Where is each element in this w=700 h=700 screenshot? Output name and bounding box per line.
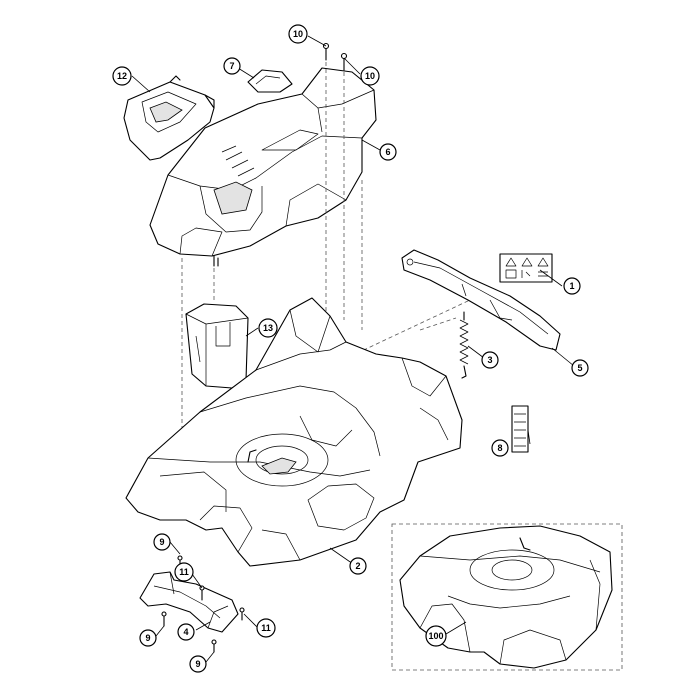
callout-4: 4: [177, 623, 195, 641]
svg-text:13: 13: [263, 323, 273, 333]
svg-text:12: 12: [117, 71, 127, 81]
callout-11-top: 11: [174, 562, 194, 582]
part-8-sticker: [511, 405, 529, 453]
part-4-bracket: [139, 555, 245, 653]
svg-text:7: 7: [229, 61, 234, 71]
callout-6: 6: [379, 143, 397, 161]
svg-text:4: 4: [183, 627, 188, 637]
part-10-screws: [322, 42, 348, 71]
svg-text:6: 6: [385, 147, 390, 157]
part-3-spring: [459, 311, 469, 379]
callout-2: 2: [349, 557, 367, 575]
callout-5: 5: [571, 359, 589, 377]
callout-1: 1: [563, 277, 581, 295]
callout-10-left: 10: [288, 24, 308, 44]
callout-11-right: 11: [256, 618, 276, 638]
part-5-handle: [401, 249, 561, 351]
svg-text:10: 10: [293, 29, 303, 39]
svg-text:5: 5: [577, 363, 582, 373]
callout-9-top: 9: [153, 533, 171, 551]
part-7-lid: [247, 69, 293, 93]
callout-10-right: 10: [360, 66, 380, 86]
leader-lines: [131, 35, 575, 663]
part-1-warning-label: [499, 253, 553, 283]
part-2-chassis: [125, 297, 463, 567]
callout-12: 12: [112, 66, 132, 86]
svg-text:100: 100: [428, 631, 443, 641]
part-6-upper-housing: [149, 67, 377, 267]
callout-100: 100: [425, 625, 447, 647]
svg-text:9: 9: [195, 659, 200, 669]
callout-7: 7: [223, 57, 241, 75]
svg-text:11: 11: [179, 567, 189, 577]
detail-inset-100: [391, 523, 623, 671]
part-13-battery-holder: [185, 303, 249, 389]
callout-8: 8: [491, 439, 509, 457]
part-12-battery-cover: [123, 75, 215, 161]
svg-text:1: 1: [569, 281, 574, 291]
svg-text:2: 2: [355, 561, 360, 571]
callout-9-bottom: 9: [189, 655, 207, 673]
callout-3: 3: [481, 351, 499, 369]
callout-9-left: 9: [139, 629, 157, 647]
svg-text:8: 8: [497, 443, 502, 453]
callout-13: 13: [258, 318, 278, 338]
svg-text:9: 9: [145, 633, 150, 643]
svg-text:9: 9: [159, 537, 164, 547]
svg-text:3: 3: [487, 355, 492, 365]
svg-text:10: 10: [365, 71, 375, 81]
svg-text:11: 11: [261, 623, 271, 633]
